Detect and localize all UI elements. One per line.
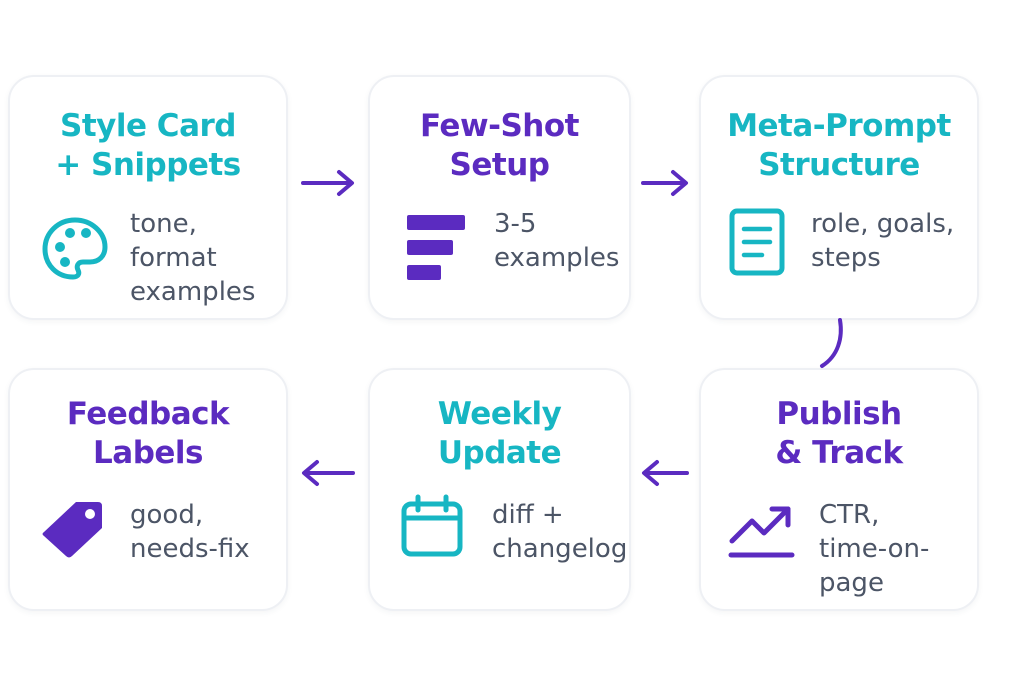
palette-icon: [42, 217, 108, 280]
step-description: good, needs-fix: [130, 500, 250, 564]
trending-up-icon: [728, 506, 795, 558]
step-card-publish-track: Publish & Track CTR, time-on- page: [699, 368, 979, 611]
arrow-left-icon: [302, 460, 355, 486]
step-title: Feedback Labels: [66, 396, 230, 471]
connector-curve-icon: [820, 318, 843, 368]
step-description: diff + changelog: [492, 500, 628, 564]
step-card-style-card: Style Card + Snippets tone, format examp…: [8, 75, 288, 320]
arrow-left-icon: [642, 460, 689, 486]
step-card-feedback-labels: Feedback Labels good, needs-fix: [8, 368, 288, 611]
step-description: role, goals, steps: [811, 209, 955, 273]
stacked-bars-icon: [407, 215, 465, 280]
step-description: CTR, time-on- page: [819, 500, 930, 598]
tag-icon: [42, 502, 102, 558]
step-title: Few-Shot Setup: [420, 108, 579, 183]
step-title: Meta-Prompt Structure: [727, 108, 951, 183]
step-card-meta-prompt: Meta-Prompt Structure role, goals, steps: [699, 75, 979, 320]
step-card-weekly-update: Weekly Update diff + changelog: [368, 368, 631, 611]
step-title: Weekly Update: [437, 396, 562, 471]
step-description: tone, format examples: [130, 209, 256, 307]
step-title: Style Card + Snippets: [55, 108, 241, 183]
calendar-icon: [401, 494, 463, 557]
step-title: Publish & Track: [775, 396, 903, 471]
arrow-right-icon: [641, 170, 688, 196]
step-card-few-shot: Few-Shot Setup 3-5 examples: [368, 75, 631, 320]
document-icon: [729, 208, 785, 276]
arrow-right-icon: [301, 170, 354, 196]
step-description: 3-5 examples: [494, 209, 620, 273]
